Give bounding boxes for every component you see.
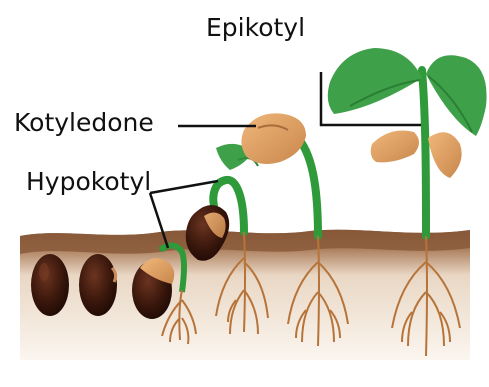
seed-2 (79, 254, 117, 316)
hypocotyl-label: Hypokotyl (26, 169, 151, 194)
epicotyl-label: Epikotyl (206, 15, 305, 40)
seed-1 (31, 254, 69, 316)
cotyledon-label: Kotyledone (14, 110, 154, 135)
hypocotyl-pointer-1 (150, 181, 218, 193)
